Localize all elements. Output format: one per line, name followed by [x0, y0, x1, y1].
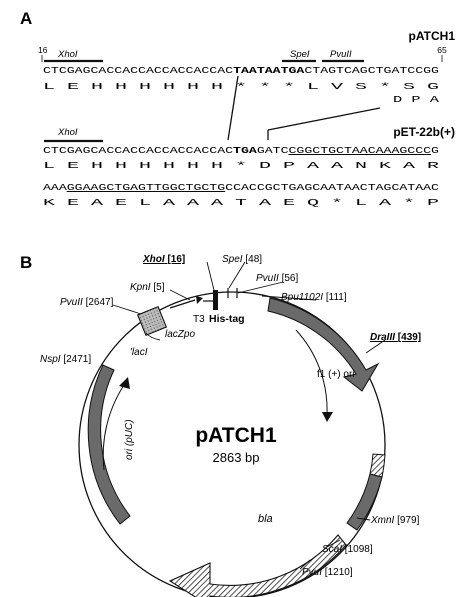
bla-label: bla — [258, 513, 273, 525]
seq-row2-end: G — [431, 145, 439, 156]
panel-b-letter: B — [20, 253, 32, 272]
xhoi-leader — [206, 261, 215, 291]
bpu-site-name: Bpu1102I — [281, 292, 323, 303]
xhoi-label-row2: XhoI — [57, 127, 78, 138]
patch1-label: pATCH1 — [409, 29, 456, 43]
laci-connector — [145, 332, 161, 341]
nspi-site-name: NspI — [40, 354, 61, 365]
pvui-leader — [299, 559, 311, 570]
plasmid-size: 2863 bp — [213, 450, 260, 465]
seq-row3-pre: AAA — [43, 182, 67, 193]
his-tag-mark — [213, 290, 218, 310]
f1-ori-arc — [267, 297, 380, 392]
ori-arrowhead — [119, 377, 130, 389]
plasmid-backbone — [78, 291, 386, 597]
bpu-site-pos: [111] — [326, 292, 347, 303]
seq-row3-post: CCACCGCTGAGCAATAACTAGCATAAC — [225, 182, 439, 193]
spei-label-row1: SpeI — [290, 49, 310, 60]
f1-ori-arrowhead — [322, 412, 333, 422]
bpu-site-label: Bpu1102I [111] — [281, 292, 347, 303]
nspi-site-pos: [2471] — [63, 354, 91, 365]
plasmid-name: pATCH1 — [195, 424, 277, 447]
dralll-site-name: DraIII — [370, 332, 395, 343]
ori-puc-label: ori (pUC) — [124, 419, 135, 460]
hatched-block-right — [369, 453, 386, 478]
laci-box — [136, 305, 168, 337]
translation-row1: L E H H H H H H * * * L V S * S G — [43, 81, 439, 92]
pvuii-56-site-name: PvuII — [256, 273, 279, 284]
f1-ori-direction-arrow — [295, 329, 328, 415]
pvuii-2647-site-pos: [2647] — [86, 297, 114, 308]
kpni-leader — [169, 289, 191, 301]
pvuii-2647-leader — [112, 304, 142, 315]
alignment-connector-left — [227, 75, 239, 141]
seq-row2-mid: GATC — [257, 145, 289, 156]
pvui-site-label: PvuI [1210] — [302, 567, 353, 578]
pvuii-2647-site-name: PvuII — [60, 297, 83, 308]
laczpo-label: lacZpo — [165, 329, 195, 340]
pvuii-56-leader — [237, 281, 284, 294]
dralll-site-pos: [439] — [398, 332, 421, 343]
laczpo-arrow-line — [169, 299, 196, 309]
pvuii-56-site-label: PvuII [56] — [256, 273, 298, 284]
spei-leader — [228, 261, 246, 289]
spei-site-name: SpeI — [222, 254, 243, 265]
pvuii-2647-site-label: PvuII [2647] — [60, 297, 114, 308]
pvui-site-name: PvuI — [302, 567, 322, 578]
xhoi-label-row1: XhoI — [57, 49, 78, 60]
xmni-site-pos: [979] — [397, 515, 419, 526]
alignment-connector-right — [267, 107, 381, 131]
laci-label: 'lacI — [130, 347, 148, 358]
kpni-site-name: KpnI — [130, 282, 151, 293]
pvuii-label-row1: PvuII — [330, 49, 352, 60]
ori-puc-arc — [87, 364, 131, 525]
translation-row1-frameshift: D P A — [393, 94, 439, 105]
laczpo-arrowhead — [196, 296, 203, 304]
dralll-site-label: DraIII [439] — [370, 332, 421, 343]
kpni-site-label: KpnI [5] — [130, 282, 165, 293]
xmni-site-name: XmnI — [370, 515, 395, 526]
scai-leader — [326, 539, 341, 548]
bla-arrow — [168, 534, 347, 597]
bpu-leader — [261, 295, 317, 301]
seq-row2-underlined: CGGCTGCTAACAAAGCCC — [289, 145, 432, 156]
f1-ori-label: f1 (+) ori — [317, 369, 355, 380]
seq-row1-post: CTAGTCAGCTGATCCGG — [304, 65, 439, 76]
position-start: 16 — [38, 45, 48, 55]
scai-site-pos: [1098] — [345, 544, 373, 555]
spei-site-pos: [48] — [245, 254, 262, 265]
xhoi-site-pos: [16] — [167, 254, 185, 265]
seq-row1-stops: TAATAATGA — [233, 65, 305, 76]
f1-ori-label-text: f1 (+) ori — [317, 369, 355, 380]
spei-site-label: SpeI [48] — [222, 254, 262, 265]
seq-row2-stop: TGA — [233, 145, 257, 156]
scai-site-name: ScaI — [322, 544, 342, 555]
translation-row2: L E H H H H H H * D P A A N K A R — [43, 160, 439, 171]
dark-segment-right — [346, 473, 383, 531]
pet22b-label: pET-22b(+) — [393, 125, 455, 139]
scai-site-label: ScaI [1098] — [322, 544, 373, 555]
ori-direction-arrow — [102, 384, 125, 471]
t3-label: T3 — [193, 314, 205, 325]
pvuii-56-site-pos: [56] — [282, 273, 299, 284]
translation-row3: K E A E L A A A T A E Q * L A * P — [43, 197, 439, 208]
seq-row3-underlined: GGAAGCTGAGTTGGCTGCTG — [67, 182, 226, 193]
dralll-leader — [365, 339, 386, 354]
seq-row2-pre: CTCGAGCACCACCACCACCACCAC — [43, 145, 233, 156]
seq-row1-pre: CTCGAGCACCACCACCACCACCAC — [43, 65, 233, 76]
xmni-leader — [356, 517, 371, 521]
his-tag-label: His-tag — [209, 313, 245, 325]
xmni-site-label: XmnI [979] — [370, 515, 420, 526]
xhoi-site-label: XhoI [16] — [142, 254, 185, 265]
panel-a-letter: A — [20, 9, 32, 28]
nspi-site-label: NspI [2471] — [40, 354, 91, 365]
position-end: 65 — [437, 45, 447, 55]
pvui-site-pos: [1210] — [325, 567, 353, 578]
kpni-site-pos: [5] — [153, 282, 164, 293]
xhoi-site-name: XhoI — [142, 254, 165, 265]
